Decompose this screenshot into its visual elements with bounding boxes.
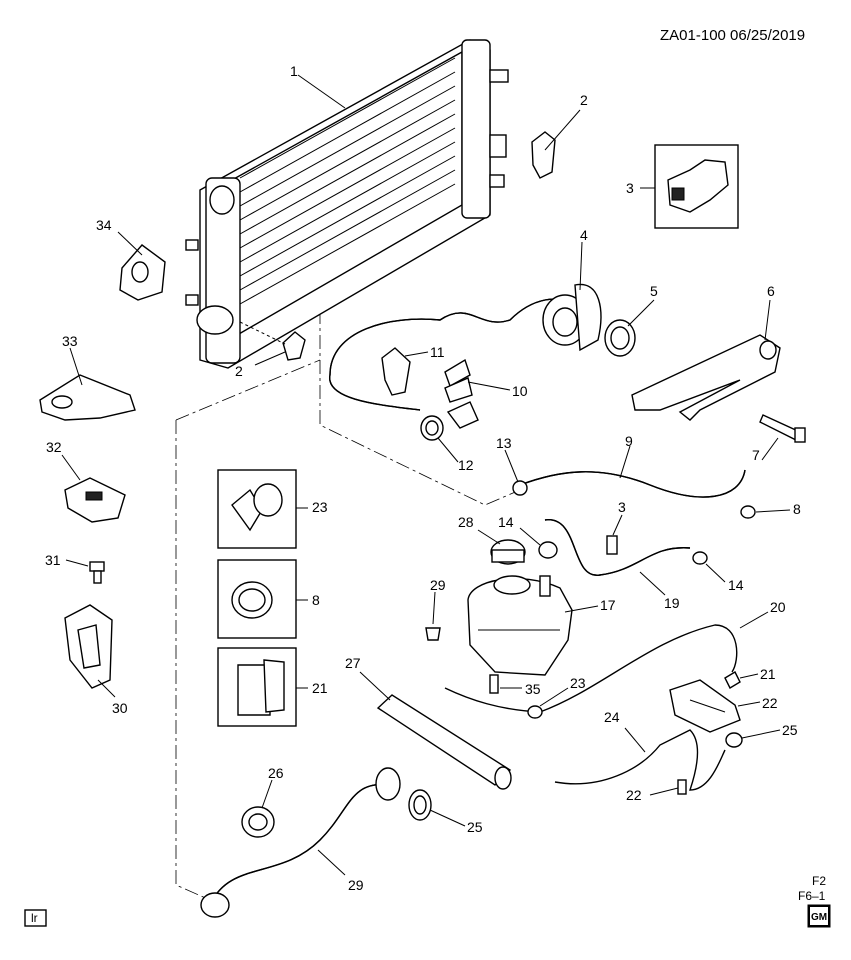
- hose-clamp-5: [604, 299, 655, 357]
- plug-29: [425, 591, 441, 641]
- outlet-housing-19: [669, 679, 761, 733]
- bolt-7: [759, 414, 806, 461]
- lower-radiator-hose: [200, 767, 401, 918]
- callout-29: 29: [430, 577, 446, 593]
- hose-clamp-12: [420, 401, 479, 463]
- diagram-id: ZA01-100 06/25/2019: [660, 27, 805, 44]
- bypass-hose: [519, 445, 746, 498]
- callout-17: 20: [770, 599, 786, 615]
- callout-31: 31: [45, 552, 61, 568]
- callout-13: 13: [496, 435, 512, 451]
- callout-9: 9: [625, 433, 633, 449]
- clamp-14a: [519, 527, 558, 559]
- callout-4: 4: [580, 227, 588, 243]
- callout-23a: 23: [312, 499, 328, 515]
- bracket-lower: [239, 321, 306, 366]
- clamp-14b: [692, 551, 726, 583]
- callout-5: 5: [650, 283, 658, 299]
- hose-clip-box-23: [217, 469, 308, 549]
- radiator: [185, 39, 509, 369]
- clip-detail-box: [640, 144, 739, 229]
- callout-28: 28: [458, 514, 474, 530]
- clamp-8: [740, 505, 791, 519]
- lower-insulator-30: [64, 604, 116, 698]
- callout-22: 24: [604, 709, 620, 725]
- callout-34: 34: [96, 217, 112, 233]
- upper-radiator-hose: [329, 241, 602, 411]
- callout-10: 10: [512, 383, 528, 399]
- callout-20: 25: [782, 722, 798, 738]
- callout-18: 21: [760, 666, 776, 682]
- callout-33: 33: [62, 333, 78, 349]
- radiator-mount-upper: [117, 231, 166, 301]
- hose-clamp-26: [241, 779, 275, 838]
- clamp-13: [504, 449, 528, 496]
- callout-3a: 3: [626, 180, 634, 196]
- gm-logo-text: GM: [811, 912, 827, 923]
- callout-25: 29: [348, 877, 364, 893]
- callout-24: 25: [467, 819, 483, 835]
- callout-1: 1: [290, 63, 298, 79]
- clamp-23: [527, 687, 569, 719]
- callout-30: 30: [112, 700, 128, 716]
- callout-35: 35: [525, 681, 541, 697]
- clip-21: [649, 779, 687, 796]
- sensor-35: [489, 674, 522, 694]
- bolt-31: [65, 559, 105, 584]
- fitting-3: [606, 514, 623, 555]
- callout-3b: 3: [618, 499, 626, 515]
- language-tag: lr: [24, 909, 47, 927]
- callout-16: 19: [664, 595, 680, 611]
- lower-mount-bracket: [39, 347, 136, 421]
- clip-10: [444, 358, 511, 403]
- callout-15: 17: [600, 597, 616, 613]
- callout-21a: 21: [312, 680, 328, 696]
- callout-8b: 8: [312, 592, 320, 608]
- protective-sleeve: [359, 671, 512, 790]
- code-line-2: F6–1: [798, 889, 826, 903]
- clip-box-21: [217, 647, 308, 727]
- clamp-box-8: [217, 559, 308, 639]
- fitting-20: [725, 729, 781, 748]
- gm-logo-icon: GM: [807, 904, 831, 928]
- callout-14a: 14: [498, 514, 514, 530]
- coolant-pipe-17: [444, 611, 769, 713]
- callout-21b: 22: [626, 787, 642, 803]
- callout-12: 12: [458, 457, 474, 473]
- clip-11: [381, 347, 429, 396]
- code-line-1: F2: [812, 874, 826, 888]
- callout-2a: 2: [580, 92, 588, 108]
- callout-19: 22: [762, 695, 778, 711]
- language-tag-text: lr: [31, 911, 38, 925]
- coolant-reservoir: [467, 575, 599, 676]
- bracket-upper: [531, 109, 581, 179]
- callout-32: 32: [46, 439, 62, 455]
- reservoir-cap: [477, 529, 526, 565]
- callout-23b: 23: [570, 675, 586, 691]
- callout-6: 6: [767, 283, 775, 299]
- callout-2b: 2: [235, 363, 243, 379]
- reservoir-hose: [544, 519, 691, 596]
- callout-27: 27: [345, 655, 361, 671]
- callout-14b: 14: [728, 577, 744, 593]
- support-bracket: [631, 299, 781, 421]
- callout-26: 26: [268, 765, 284, 781]
- callout-8a: 8: [793, 501, 801, 517]
- hose-clamp-24: [408, 789, 466, 827]
- insulator-32: [61, 454, 126, 523]
- fitting-18: [724, 671, 759, 689]
- coolant-pipe-22: [554, 727, 726, 791]
- callout-7: 7: [752, 447, 760, 463]
- assembly-boundary-lines: [175, 310, 521, 901]
- callout-11: 11: [430, 344, 445, 360]
